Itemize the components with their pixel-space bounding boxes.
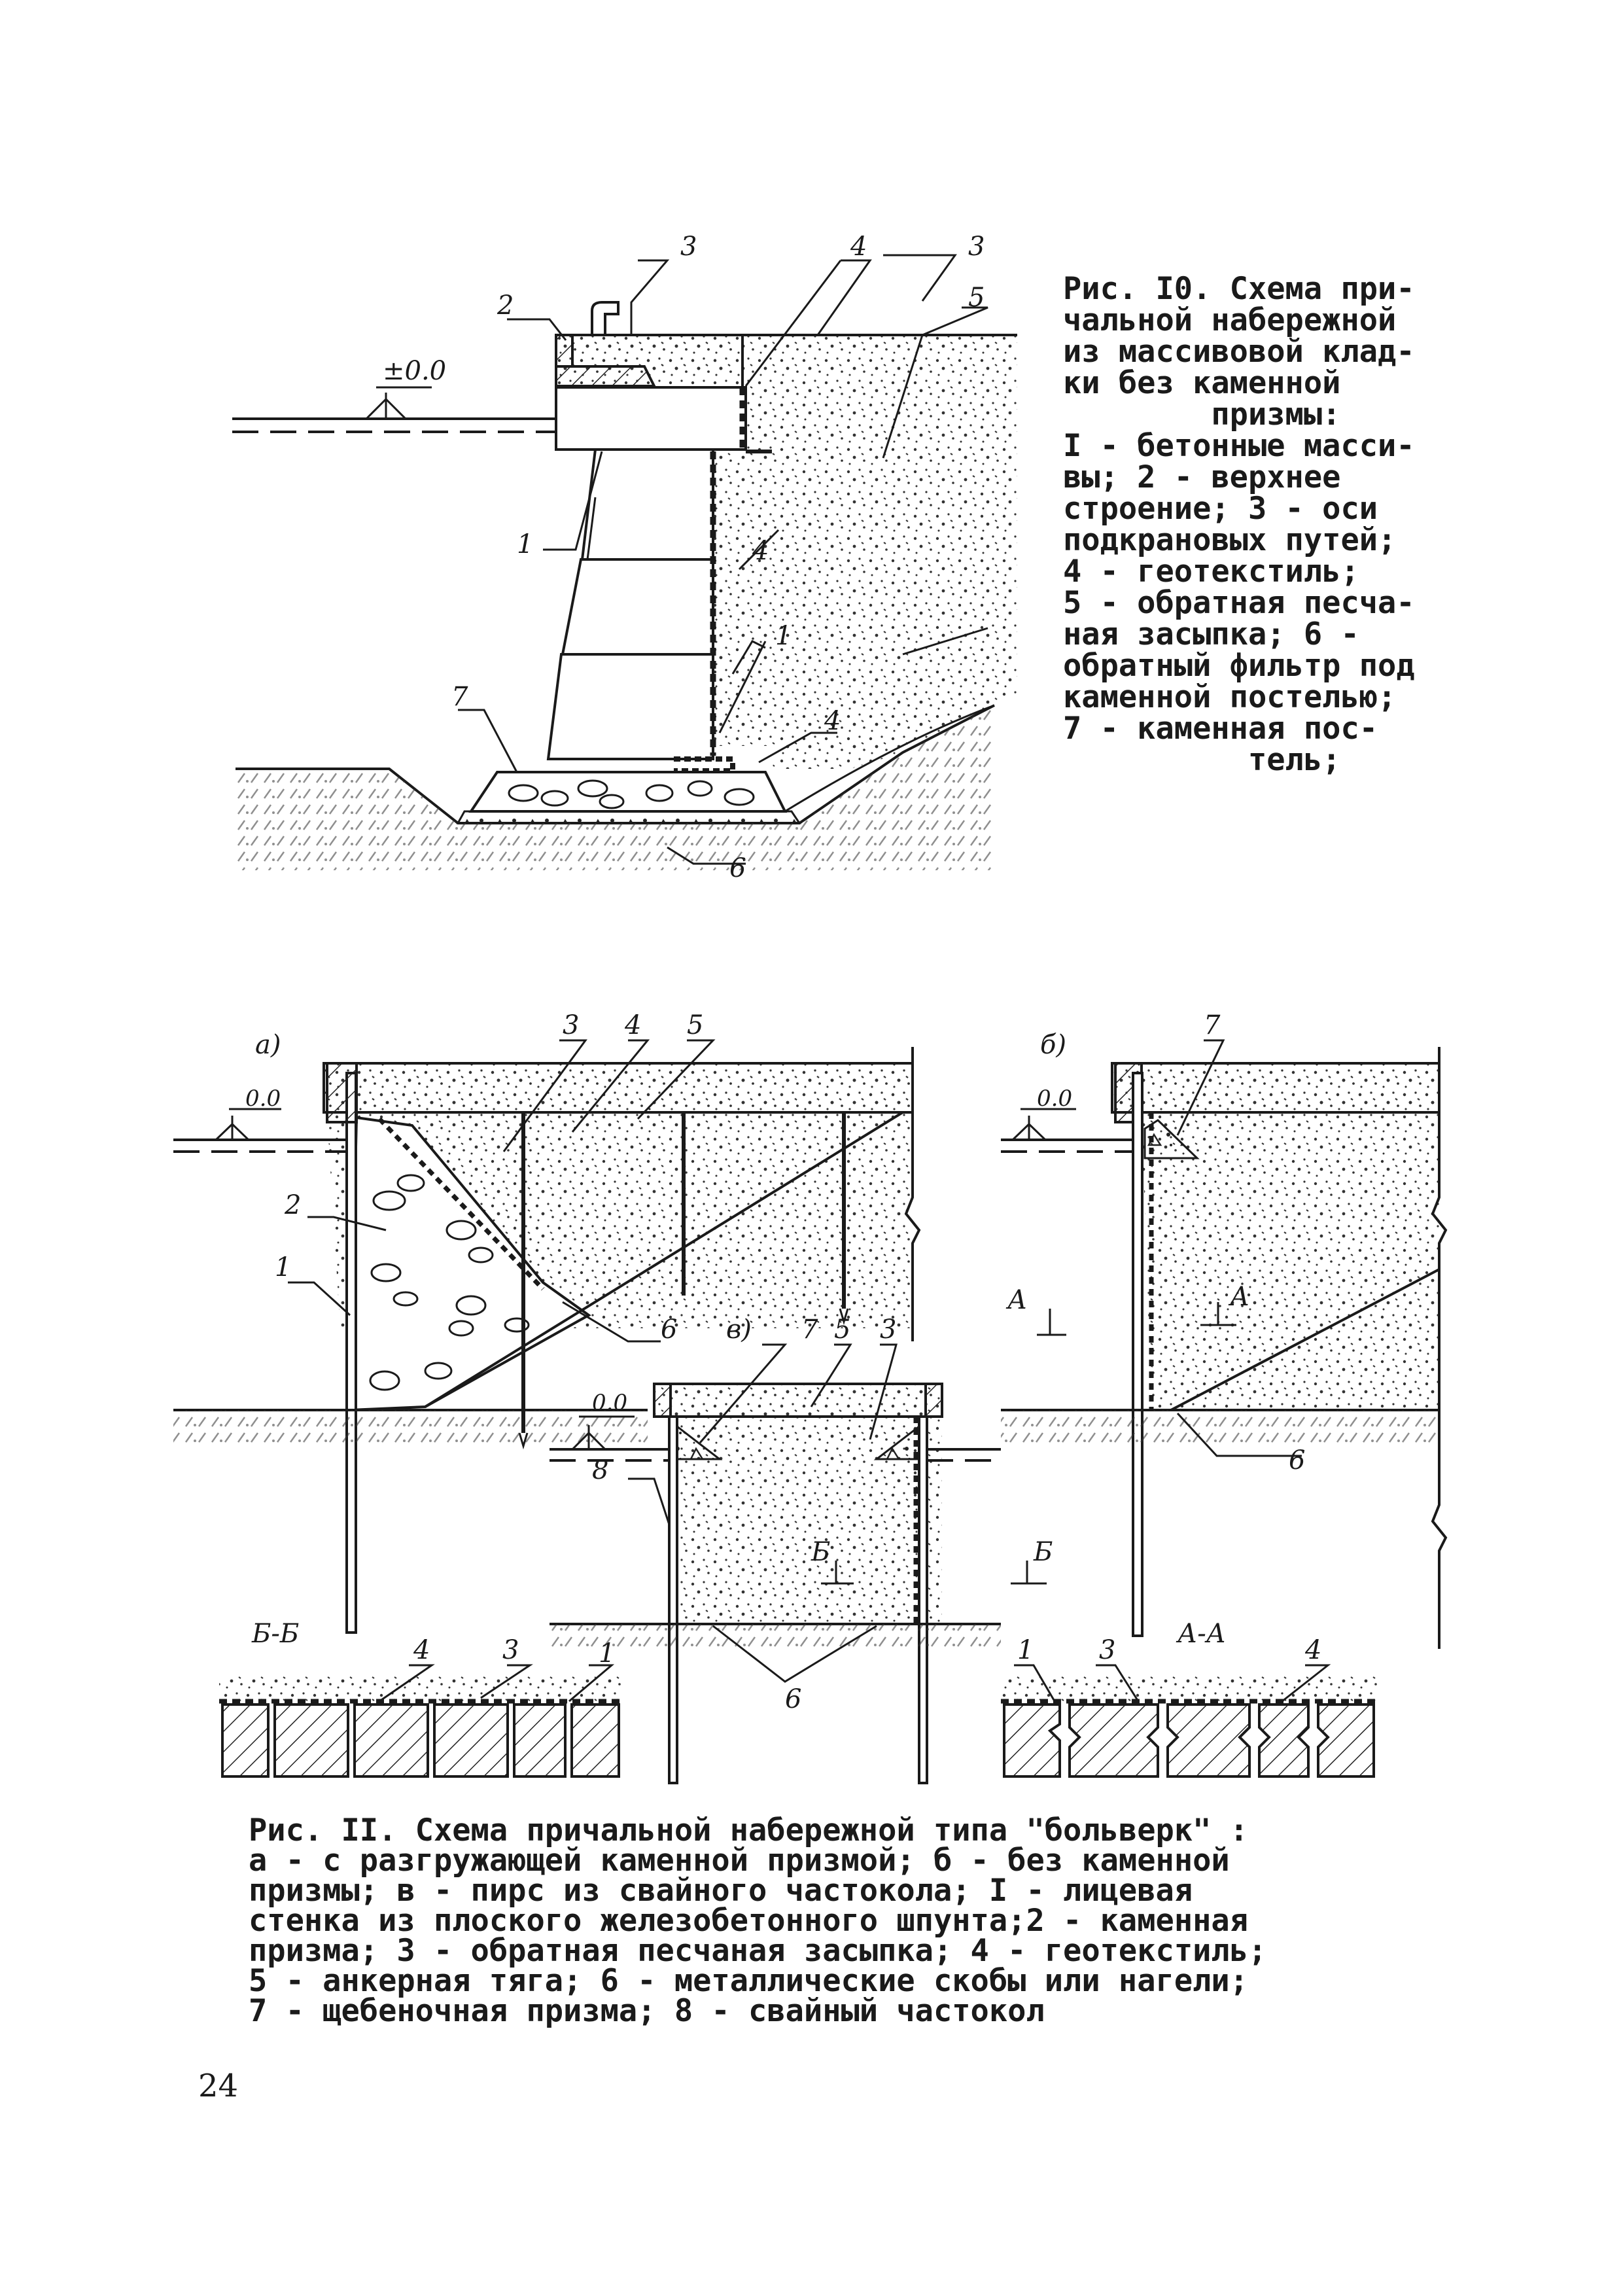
fig11b-label-7: 7 [1204, 1010, 1221, 1040]
fig10-labels: 3 4 3 5 2 ±0.0 4 1 1 4 7 6 [383, 232, 985, 883]
fig11v-drawing [550, 1343, 1047, 1784]
page-number: 24 [198, 2068, 239, 2104]
fig10-label-1: 1 [517, 529, 533, 559]
section-aa-label-3: 3 [1099, 1635, 1115, 1665]
fig11v-title: в) [726, 1315, 752, 1345]
section-bb-title: Б-Б [251, 1619, 299, 1649]
fig11v-label-7: 7 [801, 1315, 818, 1345]
fig11a-section-a: А [1005, 1285, 1027, 1315]
fig10-caption-line: чальной набережной [1063, 302, 1397, 338]
fig10-caption-line: Рис. I0. Схема при- [1063, 271, 1415, 307]
fig11v-section-b: Б [811, 1537, 830, 1567]
fig11v-label-5: 5 [834, 1315, 850, 1345]
fig11a-label-4: 4 [624, 1010, 641, 1040]
fig10-caption-line: подкрановых путей; [1063, 522, 1397, 558]
fig10-caption-line: призмы: [1063, 397, 1341, 433]
fig11a-labels: а) 3 4 5 0.0 2 1 6 А [245, 1010, 1027, 1345]
fig11b-labels: б) 7 0.0 А 6 [1037, 1010, 1305, 1475]
fig11a-level: 0.0 [245, 1086, 281, 1112]
fig10-label-6: 6 [729, 853, 746, 883]
section-bb-label-3: 3 [502, 1635, 519, 1665]
fig11a-label-5: 5 [687, 1010, 703, 1040]
fig11v-labels: в) 7 5 3 0.0 8 Б Б 6 [592, 1315, 1053, 1714]
fig11a-drawing [173, 1039, 1066, 1634]
fig11b-section-a: А [1228, 1282, 1249, 1312]
fig10-drawing [232, 254, 1017, 870]
fig11a-title: а) [255, 1030, 281, 1060]
fig10-caption-line: 4 - геотекстиль; [1063, 554, 1359, 590]
fig10-caption-line: I - бетонные масси- [1063, 428, 1415, 464]
fig11a-label-6: 6 [661, 1315, 677, 1345]
fig11b-level: 0.0 [1037, 1086, 1072, 1112]
fig11b-label-6: 6 [1289, 1445, 1305, 1475]
fig10-label-4b: 4 [752, 536, 769, 566]
fig10-caption-line: 7 - каменная пос- [1063, 711, 1378, 747]
fig10-label-1b: 1 [775, 621, 792, 651]
section-aa-label-1: 1 [1017, 1635, 1034, 1665]
fig11-caption: Рис. II. Схема причальной набережной тип… [249, 1812, 1328, 2029]
fig10-caption-line: из массивовой клад- [1063, 334, 1415, 370]
section-bb-drawing [219, 1664, 621, 1778]
fig11v-level: 0.0 [592, 1390, 627, 1416]
fig10-label-2: 2 [497, 291, 514, 321]
fig10-label-3b: 3 [968, 232, 985, 262]
section-aa-drawing [1001, 1664, 1377, 1778]
fig10-caption-line: обратный фильтр под [1063, 648, 1415, 684]
fig10-label-3a: 3 [680, 232, 697, 262]
fig11v-label-3: 3 [880, 1315, 896, 1345]
fig10-label-4c: 4 [824, 706, 841, 736]
fig10-caption-line: каменной постелью; [1063, 679, 1397, 715]
fig11-caption-line: 7 - щебеночная призма; 8 - свайный часто… [249, 1993, 1045, 2029]
section-bb-labels: Б-Б 4 3 1 [251, 1619, 615, 1669]
fig11v-label-8: 8 [592, 1455, 608, 1485]
fig11-caption-line: а - с разгружающей каменной призмой; б -… [249, 1843, 1230, 1879]
section-aa-label-4: 4 [1304, 1635, 1321, 1665]
fig11-caption-line: 5 - анкерная тяга; 6 - металлические ско… [249, 1963, 1249, 1999]
fig10-caption-line: вы; 2 - верхнее [1063, 459, 1341, 495]
fig11v-label-6: 6 [785, 1684, 801, 1714]
fig10-label-level: ±0.0 [383, 356, 446, 386]
fig11v-section-b2: Б [1033, 1537, 1053, 1567]
fig11a-label-2: 2 [284, 1190, 301, 1220]
fig11a-label-3: 3 [563, 1010, 579, 1040]
section-aa-title: А-А [1176, 1619, 1226, 1649]
fig11b-drawing [1001, 1039, 1448, 1649]
fig10-label-4a: 4 [850, 232, 867, 262]
fig11-caption-line: Рис. II. Схема причальной набережной тип… [249, 1812, 1249, 1848]
fig11-caption-line: призмы; в - пирс из свайного частокола; … [249, 1873, 1193, 1909]
fig10-caption-line: ки без каменной [1063, 365, 1341, 401]
fig10-label-7: 7 [451, 682, 468, 712]
fig10-caption-line: строение; 3 - оси [1063, 491, 1378, 527]
section-bb-label-4: 4 [413, 1635, 430, 1665]
fig11-caption-line: стенка из плоского железобетонного шпунт… [249, 1903, 1249, 1939]
fig11-caption-line: призма; 3 - обратная песчаная засыпка; 4… [249, 1933, 1267, 1969]
fig10-caption-line: ная засыпка; 6 - [1063, 616, 1359, 652]
fig11a-label-1: 1 [275, 1252, 291, 1282]
section-aa-labels: 1 3 А-А 4 [1017, 1619, 1321, 1665]
fig10-caption-line: 5 - обратная песча- [1063, 585, 1415, 621]
fig10-label-5: 5 [968, 283, 985, 313]
fig11b-title: б) [1040, 1030, 1066, 1060]
fig10-caption-line: тель; [1063, 742, 1341, 778]
section-bb-label-1: 1 [599, 1638, 615, 1669]
